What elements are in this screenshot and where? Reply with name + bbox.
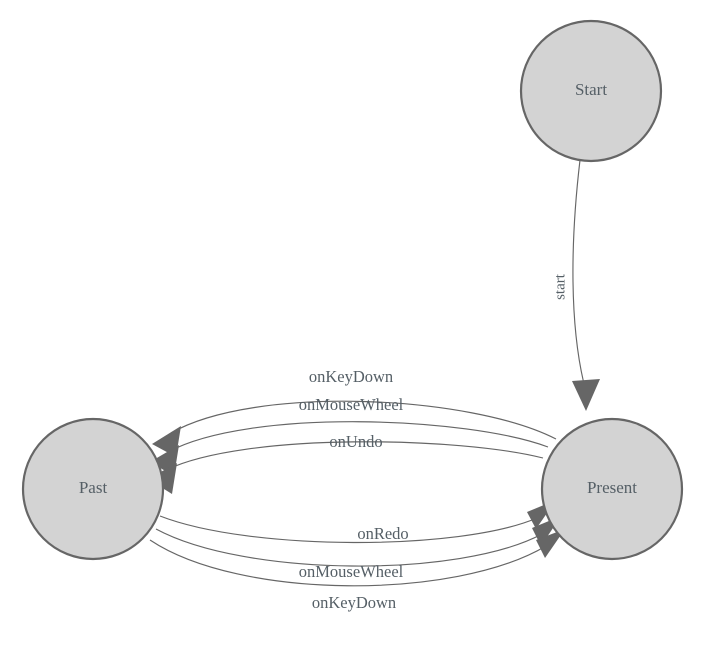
edge-label-present-past-keydown: onKeyDown: [309, 367, 393, 386]
node-present[interactable]: Present: [540, 417, 684, 561]
edge-label-past-present-redo: onRedo: [357, 524, 408, 543]
edge-label-past-present-mousewheel: onMouseWheel: [299, 562, 404, 581]
node-present-circle: [540, 417, 684, 561]
edge-present-to-past-undo[interactable]: onUndo: [148, 432, 544, 494]
edge-past-to-present-keydown-path: [149, 539, 547, 587]
arrowhead-into-present-top: [572, 379, 600, 411]
edge-start-to-present-path: [572, 159, 585, 385]
edge-past-to-present-keydown[interactable]: onKeyDown: [149, 529, 565, 612]
edge-past-to-present-redo-path: [159, 515, 538, 544]
edge-past-to-present-mousewheel-path: [155, 528, 543, 567]
node-past-circle: [21, 417, 165, 561]
node-start-label: Start: [575, 80, 607, 99]
node-past[interactable]: Past: [21, 417, 165, 561]
node-start-circle: [519, 19, 663, 163]
node-past-label: Past: [79, 478, 108, 497]
arrowhead-into-present-lower: [536, 529, 565, 558]
edge-present-to-past-keydown-path: [170, 400, 557, 440]
node-present-label: Present: [587, 478, 637, 497]
edge-past-to-present-redo[interactable]: onRedo: [159, 500, 556, 544]
node-start[interactable]: Start: [519, 19, 663, 163]
edge-label-past-present-keydown: onKeyDown: [312, 593, 396, 612]
edge-label-present-past-mousewheel: onMouseWheel: [299, 395, 404, 414]
edge-label-start: start: [552, 273, 568, 300]
edge-present-to-past-mousewheel-path: [167, 421, 549, 453]
edge-present-to-past-undo-path: [165, 441, 544, 471]
edge-start-to-present[interactable]: start: [552, 159, 600, 411]
edge-label-present-past-undo: onUndo: [329, 432, 382, 451]
